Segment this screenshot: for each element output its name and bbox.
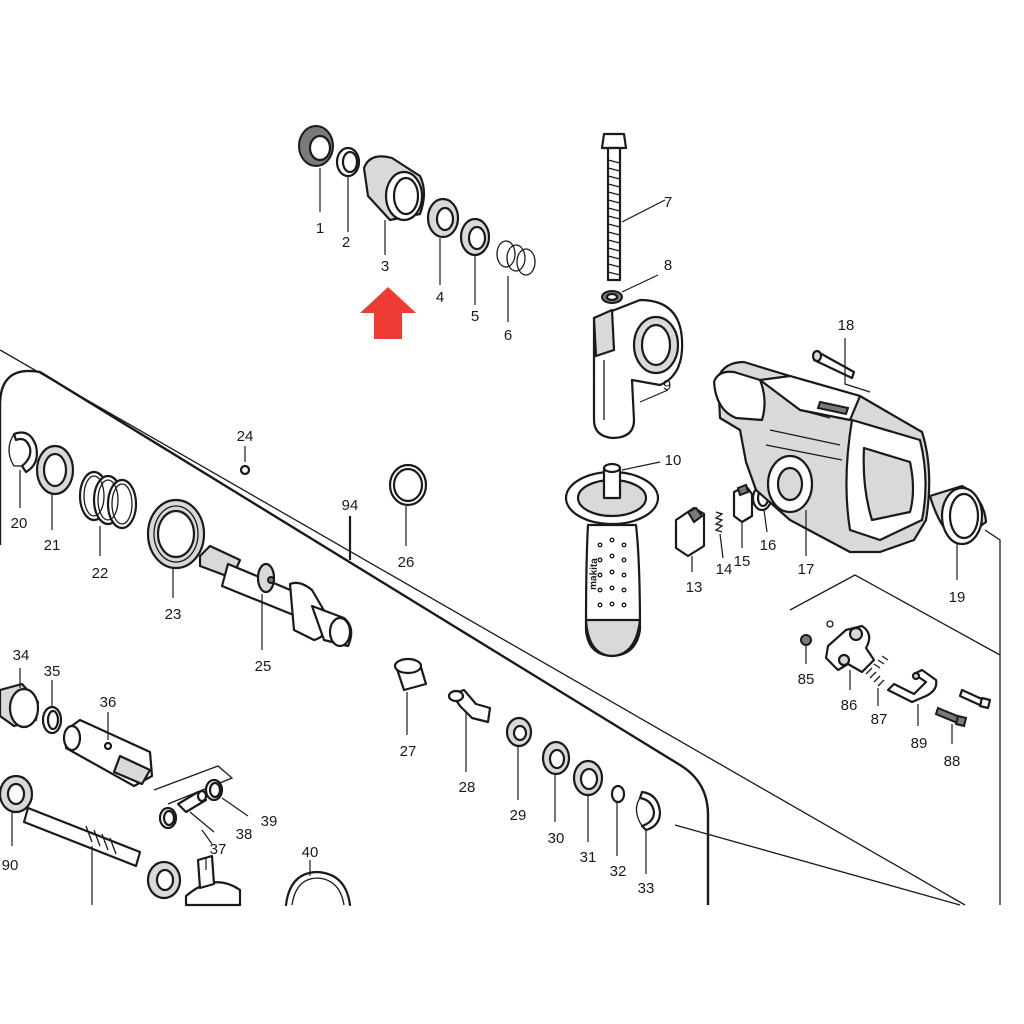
callout-30: 30 bbox=[548, 830, 565, 847]
callout-88: 88 bbox=[944, 753, 961, 770]
part-13-switch bbox=[674, 506, 706, 558]
callout-9: 9 bbox=[663, 377, 671, 394]
part-crank-lower bbox=[184, 854, 242, 907]
callout-40: 40 bbox=[302, 844, 319, 861]
part-19-sleeve bbox=[928, 484, 988, 546]
part-15-brush-holder bbox=[732, 483, 754, 524]
callout-4: 4 bbox=[436, 289, 444, 306]
grip-brand-text: makita bbox=[588, 558, 600, 590]
callout-2: 2 bbox=[342, 234, 350, 251]
callout-23: 23 bbox=[165, 606, 182, 623]
part-bearing-lower bbox=[146, 860, 182, 900]
part-23-bearing bbox=[146, 498, 206, 570]
guide-line-top bbox=[0, 349, 966, 906]
part-27-bushing bbox=[393, 657, 428, 692]
callout-26: 26 bbox=[398, 554, 415, 571]
part-40-o-ring bbox=[284, 870, 352, 907]
part-24-ring bbox=[239, 464, 251, 476]
callout-25: 25 bbox=[255, 658, 272, 675]
part-4-washer bbox=[426, 197, 460, 239]
part-extra-bolt bbox=[958, 688, 992, 710]
part-37-ring bbox=[158, 806, 178, 830]
callout-27: 27 bbox=[400, 743, 417, 760]
part-89-lever bbox=[886, 668, 938, 704]
callout-87: 87 bbox=[871, 711, 888, 728]
callout-15: 15 bbox=[734, 553, 751, 570]
part-86-bracket bbox=[824, 620, 876, 674]
part-10-side-grip: makita bbox=[564, 462, 660, 658]
callout-39: 39 bbox=[261, 813, 278, 830]
callout-5: 5 bbox=[471, 308, 479, 325]
callout-22: 22 bbox=[92, 565, 109, 582]
callout-89: 89 bbox=[911, 735, 928, 752]
part-5-washer bbox=[459, 217, 491, 257]
callout-8: 8 bbox=[664, 257, 672, 274]
part-25-spindle bbox=[198, 544, 353, 648]
callout-37: 37 bbox=[210, 841, 227, 858]
part-36-striker bbox=[62, 718, 154, 788]
callout-35: 35 bbox=[44, 663, 61, 680]
callout-33: 33 bbox=[638, 880, 655, 897]
part-34-bushing bbox=[0, 682, 40, 729]
callout-13: 13 bbox=[686, 579, 703, 596]
callout-3: 3 bbox=[381, 258, 389, 275]
callout-7: 7 bbox=[664, 194, 672, 211]
part-7-long-bolt bbox=[600, 132, 628, 282]
part-85-nut bbox=[800, 634, 812, 646]
callout-10: 10 bbox=[665, 452, 682, 469]
part-90-shaft bbox=[0, 774, 142, 868]
callout-85: 85 bbox=[798, 671, 815, 688]
callout-28: 28 bbox=[459, 779, 476, 796]
callout-24: 24 bbox=[237, 428, 254, 445]
callout-86: 86 bbox=[841, 697, 858, 714]
callout-20: 20 bbox=[11, 515, 28, 532]
callout-31: 31 bbox=[580, 849, 597, 866]
callout-21: 21 bbox=[44, 537, 61, 554]
subassembly-frame-94 bbox=[0, 369, 710, 905]
part-33-circlip bbox=[635, 790, 662, 832]
callout-18: 18 bbox=[838, 317, 855, 334]
part-18-screw bbox=[811, 349, 856, 380]
part-88-screw bbox=[934, 706, 968, 728]
callout-17: 17 bbox=[798, 561, 815, 578]
part-22-spring-rings bbox=[78, 470, 138, 530]
part-3-sleeve bbox=[362, 155, 426, 222]
part-21-washer bbox=[35, 444, 75, 496]
callout-36: 36 bbox=[100, 694, 117, 711]
part-14-spring bbox=[714, 511, 724, 533]
part-29-washer bbox=[505, 716, 533, 748]
part-87-spring bbox=[865, 655, 889, 687]
part-35-o-ring bbox=[41, 705, 63, 735]
part-6-spring bbox=[496, 240, 536, 276]
part-30-washer bbox=[541, 740, 571, 776]
callout-1: 1 bbox=[316, 220, 324, 237]
red-up-arrow bbox=[360, 287, 416, 339]
callout-19: 19 bbox=[949, 589, 966, 606]
part-38-pin bbox=[176, 789, 208, 814]
part-1-seal bbox=[298, 125, 334, 167]
callout-16: 16 bbox=[760, 537, 777, 554]
callout-90: 90 bbox=[2, 857, 19, 874]
callout-94: 94 bbox=[342, 497, 359, 514]
callout-6: 6 bbox=[504, 327, 512, 344]
callout-29: 29 bbox=[510, 807, 527, 824]
part-31-bearing bbox=[572, 759, 604, 797]
part-20-retaining-ring bbox=[8, 431, 38, 474]
callout-34: 34 bbox=[13, 647, 30, 664]
callout-14: 14 bbox=[716, 561, 733, 578]
part-17-gear-housing bbox=[712, 360, 931, 554]
callout-32: 32 bbox=[610, 863, 627, 880]
part-28-pin bbox=[447, 688, 492, 724]
guide-line-right bbox=[984, 529, 1001, 905]
part-32-ring bbox=[610, 784, 626, 804]
part-2-ring bbox=[335, 146, 361, 178]
part-26-o-ring bbox=[388, 463, 428, 507]
callout-38: 38 bbox=[236, 826, 253, 843]
part-39-o-ring bbox=[204, 778, 224, 802]
guide-line-low bbox=[674, 824, 961, 906]
guide-line-box bbox=[789, 574, 1001, 656]
part-9-handle-clamp bbox=[592, 298, 684, 440]
part-8-washer bbox=[601, 290, 623, 304]
